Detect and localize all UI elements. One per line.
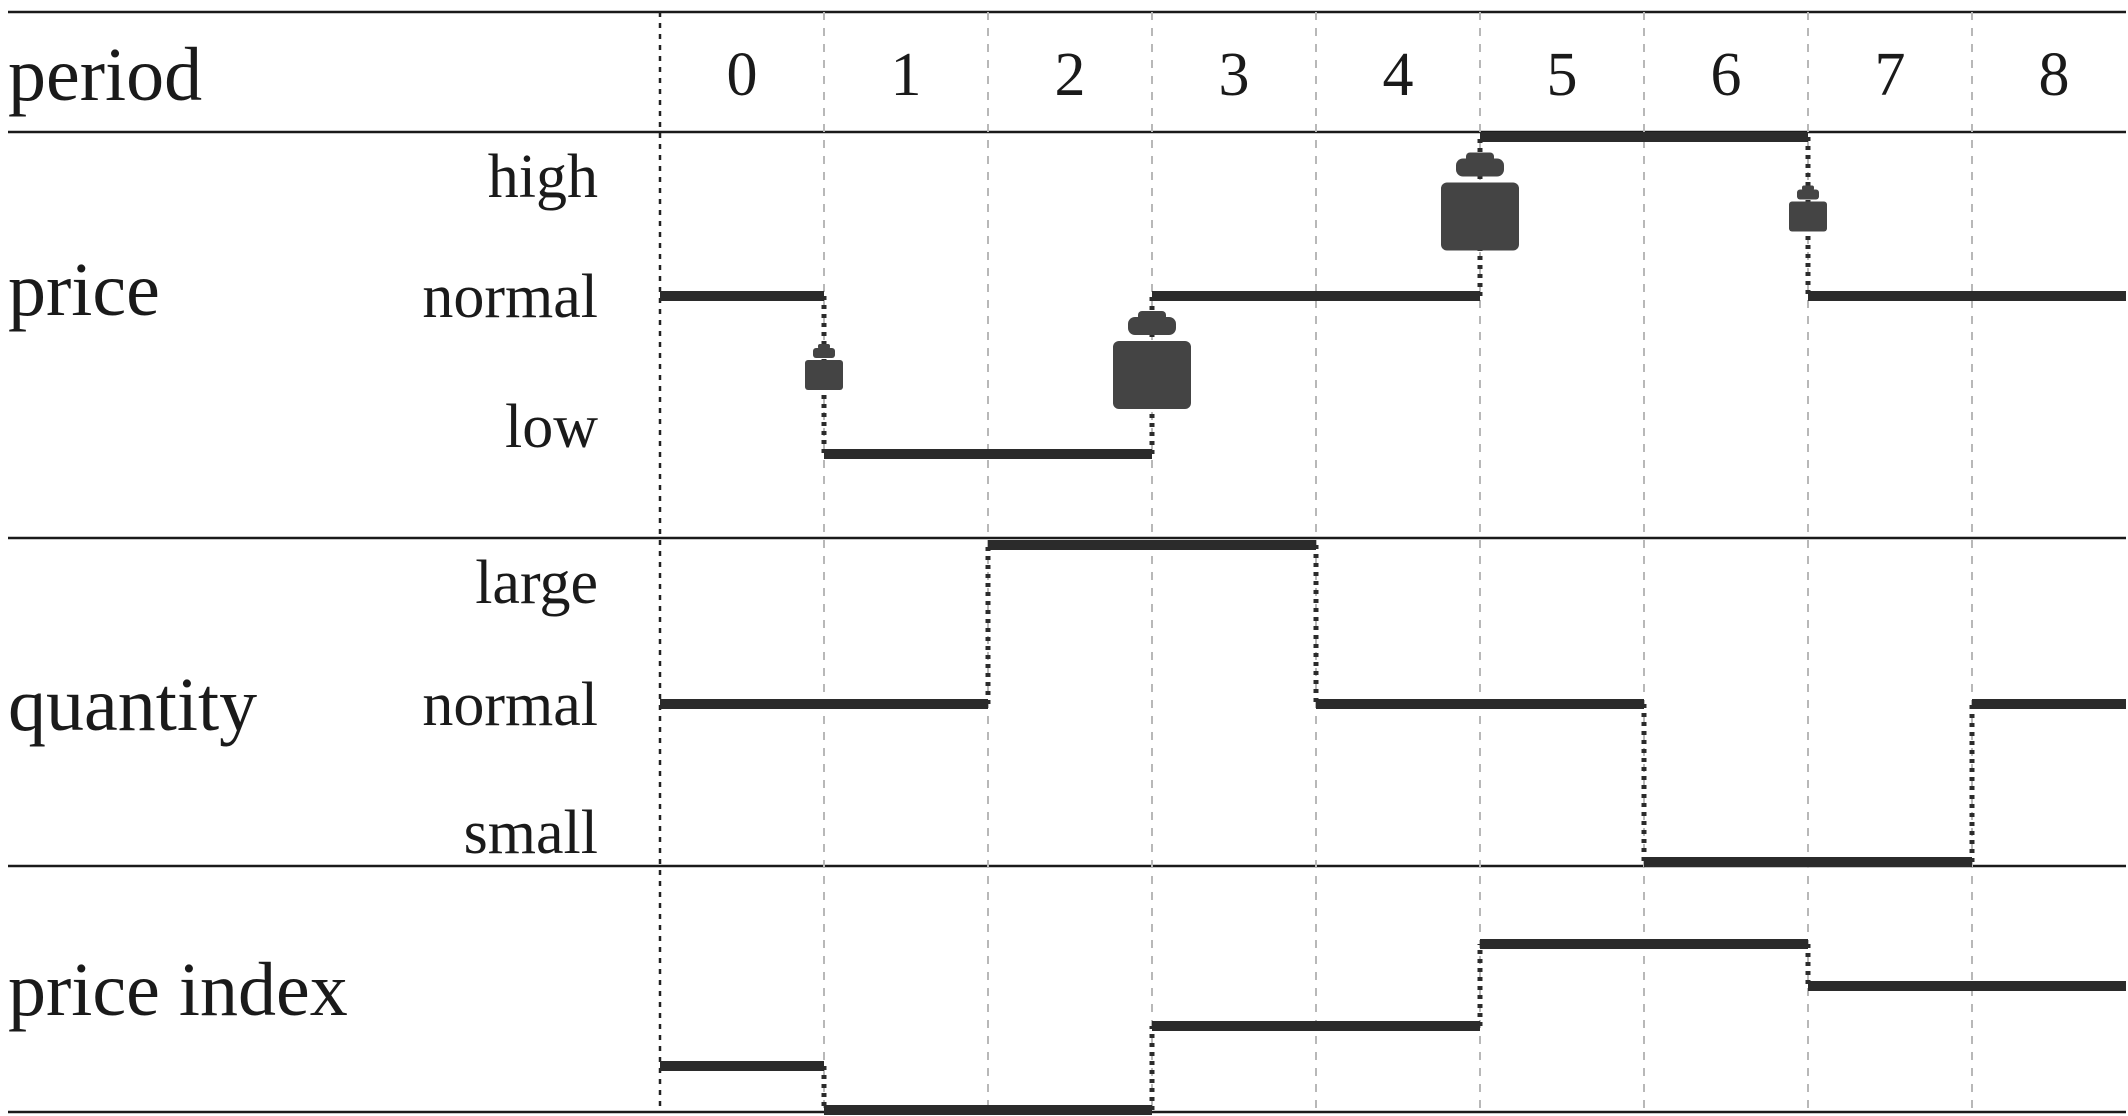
period-number-0: 0: [727, 41, 758, 109]
price-level-low: low: [505, 393, 598, 461]
weight-icon-0: [805, 344, 843, 390]
period-label: period: [8, 33, 202, 117]
period-number-7: 7: [1875, 41, 1906, 109]
period-number-8: 8: [2039, 41, 2070, 109]
weight-handle: [818, 344, 830, 349]
period-labels: 0 1 2 3 4 5 6 7 8: [727, 41, 2070, 109]
row-title-price: price: [8, 248, 160, 332]
weight-icon-1: [1113, 311, 1191, 409]
period-number-1: 1: [891, 41, 922, 109]
weight-icon-2: [1441, 152, 1519, 251]
weight-body: [805, 360, 843, 390]
weight-neck: [1797, 189, 1819, 200]
step-layer: [660, 132, 2126, 1115]
price-level-high: high: [488, 143, 598, 211]
weight-neck: [1456, 158, 1504, 177]
riser-layer: [821, 137, 1975, 1110]
weight-body: [1113, 341, 1191, 409]
period-number-2: 2: [1055, 41, 1086, 109]
quantity-level-large: large: [475, 549, 598, 617]
row-title-price-index: price index: [8, 948, 348, 1032]
period-number-6: 6: [1711, 41, 1742, 109]
weight-neck: [1128, 317, 1176, 335]
row-title-quantity: quantity: [8, 663, 257, 747]
period-number-3: 3: [1219, 41, 1250, 109]
quantity-level-normal: normal: [422, 671, 598, 739]
weight-body: [1441, 182, 1519, 251]
weight-body: [1789, 201, 1827, 232]
price-level-normal: normal: [422, 263, 598, 331]
period-number-5: 5: [1547, 41, 1578, 109]
period-number-4: 4: [1383, 41, 1414, 109]
weight-handle: [1802, 185, 1814, 191]
weight-layer: [805, 152, 1827, 409]
weight-icon-3: [1789, 185, 1827, 232]
weight-neck: [813, 348, 835, 358]
quantity-level-small: small: [464, 799, 598, 867]
